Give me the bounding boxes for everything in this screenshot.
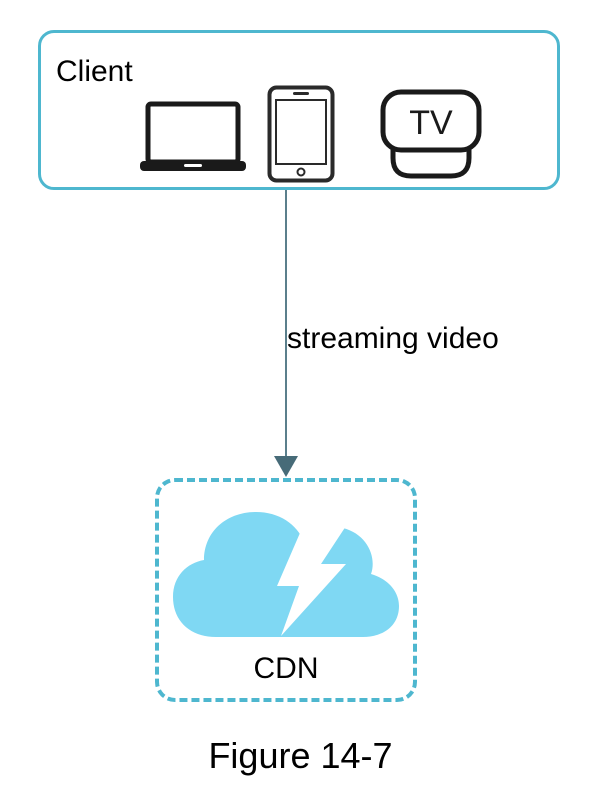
tv-text: TV [409, 104, 453, 142]
cdn-box: CDN [155, 478, 417, 702]
figure-caption: Figure 14-7 [208, 735, 393, 776]
laptop-icon [140, 101, 246, 171]
cloud-lightning-icon [173, 512, 399, 637]
arrow-head [274, 456, 298, 477]
cdn-label: CDN [253, 652, 319, 685]
client-box: Client TV [38, 30, 560, 190]
client-label: Client [56, 55, 133, 88]
tv-icon: TV [380, 89, 482, 179]
edge-label: streaming video [287, 322, 499, 355]
phone-icon [267, 85, 335, 183]
